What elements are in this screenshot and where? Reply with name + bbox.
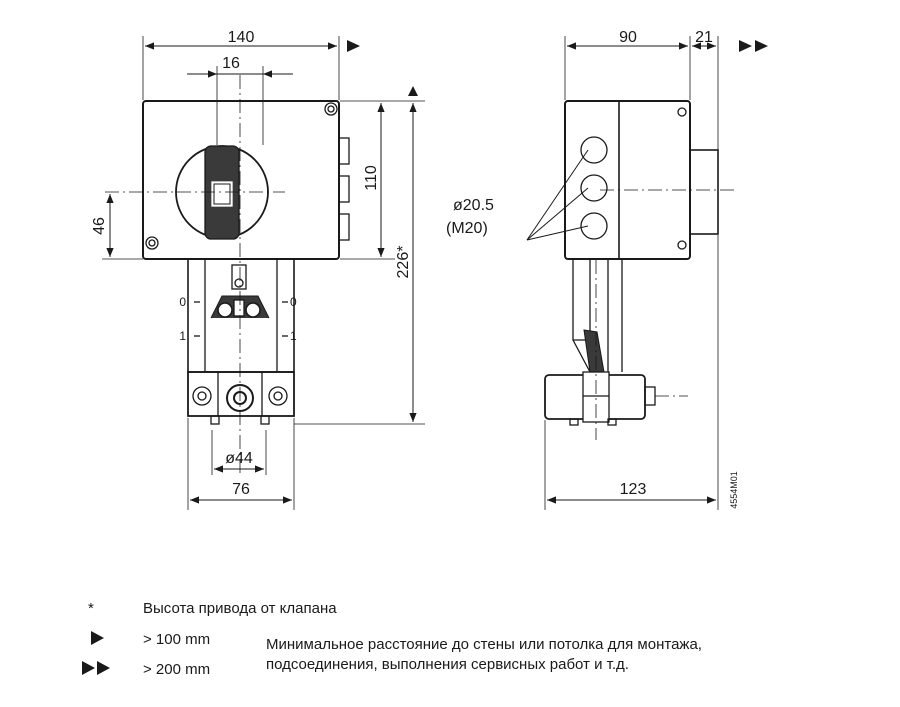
clearance-arrow-icon: [347, 40, 360, 52]
leader-line: [526, 149, 589, 241]
legend-double-arrow-text: > 200 mm: [143, 661, 211, 678]
leader-line: [526, 225, 589, 241]
drawing-code: 4554M01: [729, 471, 739, 509]
front-housing: [142, 100, 340, 260]
legend-double-arrow-icon: [82, 661, 110, 675]
dim-label-16: 16: [222, 55, 240, 72]
side-boss: [689, 149, 719, 235]
scale-mark-one-right: 1: [290, 329, 297, 343]
legend-note-line1: Минимальное расстояние до стены или пото…: [266, 636, 702, 653]
legend-arrow-icon: [91, 631, 104, 645]
screw-icon: [145, 102, 338, 250]
leader-line: [526, 187, 589, 241]
front-view: [142, 100, 350, 425]
cable-gland: [338, 213, 350, 241]
cable-entry-diameter: ø20.5: [453, 197, 494, 214]
scale-mark-one-left: 1: [179, 329, 186, 343]
dim-label-90: 90: [619, 29, 637, 46]
dimension-lines-side: [526, 42, 716, 504]
position-indicator: [211, 181, 233, 207]
cable-entry: [580, 174, 608, 202]
legend-note-line2: подсоединения, выполнения сервисных рабо…: [266, 656, 629, 673]
dim-label-76: 76: [232, 481, 250, 498]
legend-asterisk: *: [88, 600, 94, 617]
dim-label-110: 110: [363, 165, 380, 191]
cable-entry: [580, 212, 608, 240]
extension-lines-side: [544, 36, 719, 510]
valve-clamp: [187, 371, 295, 417]
centerlines-front: [105, 75, 285, 475]
clearance-double-arrow-icon: [739, 40, 768, 52]
dim-label-226: 226*: [395, 246, 412, 279]
clearance-arrow-icon: [408, 86, 418, 96]
dim-label-21: 21: [695, 29, 713, 46]
dimension-lines-front: [106, 42, 417, 504]
dim-label-44: ø44: [225, 450, 253, 467]
screw-icon: [677, 107, 687, 117]
centerlines-side: [595, 189, 738, 440]
dim-label-123: 123: [620, 481, 647, 498]
legend-asterisk-text: Высота привода от клапана: [143, 600, 337, 617]
cable-gland: [338, 175, 350, 203]
cable-entry-thread: (M20): [446, 220, 488, 237]
scale-mark-zero-right: 0: [290, 295, 297, 309]
screw-icon: [677, 240, 687, 250]
extension-lines-front: [102, 36, 425, 510]
side-bracket: [572, 259, 623, 372]
cable-gland: [338, 137, 350, 165]
cable-entry: [580, 136, 608, 164]
side-view: [544, 100, 719, 426]
dim-label-46: 46: [91, 217, 108, 235]
dim-label-140: 140: [228, 29, 255, 46]
legend-single-arrow-text: > 100 mm: [143, 631, 211, 648]
scale-mark-zero-left: 0: [179, 295, 186, 309]
